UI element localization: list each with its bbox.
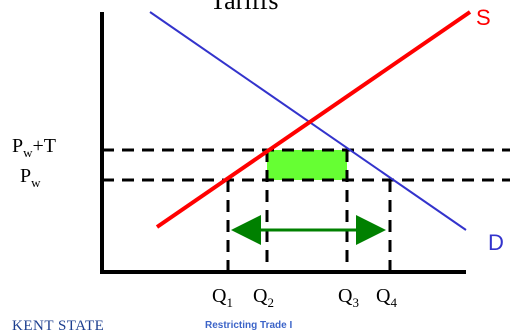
quantity-label-main: Q bbox=[338, 285, 353, 307]
quantity-label-main: Q bbox=[212, 285, 227, 307]
supply-label: S bbox=[476, 5, 491, 30]
price-label-pw: Pw bbox=[20, 165, 41, 190]
demand-label: D bbox=[488, 230, 504, 255]
quantity-label-sub: 2 bbox=[267, 295, 274, 310]
supply-curve bbox=[155, 10, 472, 229]
kent-state-logo: KENT STATE bbox=[12, 318, 105, 334]
quantity-label-q4: Q4 bbox=[376, 285, 397, 310]
slide-footer-title: Restricting Trade I bbox=[205, 320, 293, 331]
quantity-label-q2: Q2 bbox=[253, 285, 274, 310]
price-label-main: P bbox=[20, 165, 31, 187]
quantity-label-q1: Q1 bbox=[212, 285, 233, 310]
price-label-main: P bbox=[12, 135, 23, 157]
price-label-sub: w bbox=[31, 175, 41, 190]
price-label-pw-plus-t: Pw+T bbox=[12, 135, 56, 160]
tariff-revenue-area bbox=[267, 150, 347, 180]
quantity-label-main: Q bbox=[376, 285, 391, 307]
price-label-sub: w bbox=[23, 145, 33, 160]
quantity-label-sub: 3 bbox=[352, 295, 359, 310]
quantity-label-sub: 1 bbox=[226, 295, 233, 310]
quantity-label-main: Q bbox=[253, 285, 268, 307]
quantity-label-q3: Q3 bbox=[338, 285, 359, 310]
diagram-title: Tariffs bbox=[210, 0, 279, 15]
price-label-suffix: +T bbox=[33, 135, 57, 157]
quantity-label-sub: 4 bbox=[390, 295, 397, 310]
